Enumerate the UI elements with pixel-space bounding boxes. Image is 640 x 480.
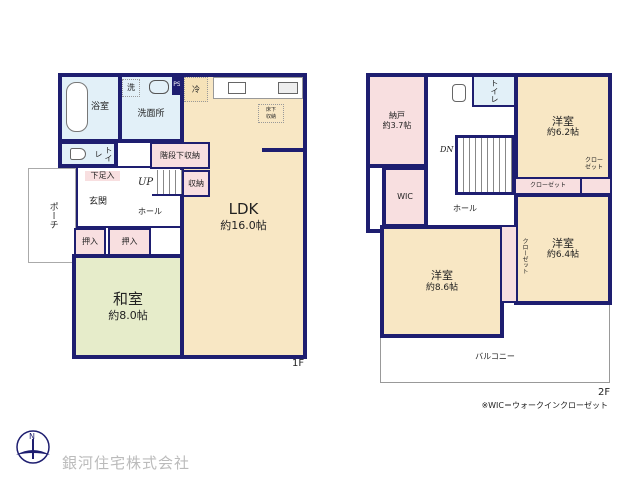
underfloor-storage: 床下 収納 xyxy=(258,104,284,123)
room3-size: 約8.6帖 xyxy=(425,282,459,293)
sink-icon xyxy=(149,80,169,94)
dn-label: DN xyxy=(440,145,454,154)
floor-1-label: 1F xyxy=(292,358,305,369)
hall-label: ホール xyxy=(138,207,162,216)
svg-text:N: N xyxy=(29,432,35,441)
shoe-storage: 下足入 xyxy=(85,171,120,181)
western-room-3: 洋室 約8.6帖 xyxy=(380,225,504,338)
fridge: 冷 xyxy=(184,77,208,102)
western-room-1: 洋室 約6.2帖 xyxy=(514,73,612,181)
shoe-label: 下足入 xyxy=(90,171,115,180)
under-stair-storage: 階段下収納 xyxy=(150,142,210,169)
room2-size: 約6.4帖 xyxy=(546,250,580,261)
stove-icon xyxy=(278,82,298,94)
ldk-size: 約16.0帖 xyxy=(220,218,267,232)
sink-2f-icon xyxy=(452,84,466,102)
ps-label: PS xyxy=(173,81,181,89)
nando-name: 納戸 xyxy=(389,110,405,120)
company-logo-text: 銀河住宅株式会社 xyxy=(62,454,191,472)
closet1-label: 押入 xyxy=(82,237,98,246)
room1-size: 約6.2帖 xyxy=(546,128,580,139)
toilet-2f: トイレ xyxy=(472,75,516,107)
closet-b-label: クローゼット xyxy=(529,182,566,190)
washer-label: 洗 xyxy=(127,83,135,92)
closet-a: クロー ゼット xyxy=(578,152,610,176)
room1-name: 洋室 xyxy=(552,114,574,128)
washitsu-size: 約8.0帖 xyxy=(108,309,148,322)
wic-label: WIC xyxy=(397,192,413,201)
washroom-label: 洗面所 xyxy=(137,109,165,120)
stairs xyxy=(152,170,182,196)
washitsu-name: 和室 xyxy=(112,290,143,309)
toilet-label: トイレ xyxy=(94,146,113,162)
room2-name: 洋室 xyxy=(552,236,574,250)
closet-c xyxy=(500,225,518,303)
room3-name: 洋室 xyxy=(431,269,453,282)
entrance: 玄関 xyxy=(80,195,116,211)
nando-size: 約3.7帖 xyxy=(382,120,412,130)
ldk: LDK 約16.0帖 xyxy=(180,73,307,359)
toilet-1f: トイレ xyxy=(58,140,118,168)
fridge-label: 冷 xyxy=(192,84,200,94)
toilet-2f-label: トイレ xyxy=(490,79,499,103)
up-label: UP xyxy=(138,177,154,188)
bath-label: 浴室 xyxy=(90,102,109,113)
wall xyxy=(262,148,307,152)
hall-1f: ホール xyxy=(130,205,170,219)
kitchen-counter xyxy=(213,77,303,99)
storage: 収納 xyxy=(182,170,210,197)
pipe-space: PS xyxy=(172,75,182,95)
toilet-icon xyxy=(70,148,86,160)
nando: 納戸 約3.7帖 xyxy=(366,73,428,168)
north-compass-icon: N xyxy=(16,430,50,464)
bathtub-icon xyxy=(66,82,88,132)
hall-2f-label: ホール xyxy=(453,204,477,213)
kitchen-sink-icon xyxy=(228,82,246,94)
hall-2f-label-box: ホール xyxy=(445,202,485,216)
under-stair-label: 階段下収納 xyxy=(160,150,200,160)
closet2-label: 押入 xyxy=(121,237,138,246)
underfloor-label: 床下 収納 xyxy=(265,107,276,120)
storage-label: 収納 xyxy=(188,178,204,188)
stairs-2f xyxy=(455,135,515,195)
porch: ポーチ xyxy=(28,168,76,263)
porch-label: ポーチ xyxy=(47,202,58,229)
closet-a-label: クロー ゼット xyxy=(584,156,603,172)
closet-c-label: クローゼット xyxy=(521,238,528,274)
washitsu: 和室 約8.0帖 xyxy=(72,254,184,359)
closet-2: 押入 xyxy=(108,228,151,256)
closet-1: 押入 xyxy=(74,228,106,256)
floor-2-label: 2F xyxy=(598,387,611,398)
wic: WIC xyxy=(382,166,428,228)
wic-note: ※WIC＝ウォークインクローゼット xyxy=(481,401,608,410)
ldk-name: LDK xyxy=(228,199,259,218)
entrance-label: 玄関 xyxy=(88,197,107,208)
balcony-label: バルコニー xyxy=(475,351,515,361)
washer-icon: 洗 xyxy=(122,79,140,97)
